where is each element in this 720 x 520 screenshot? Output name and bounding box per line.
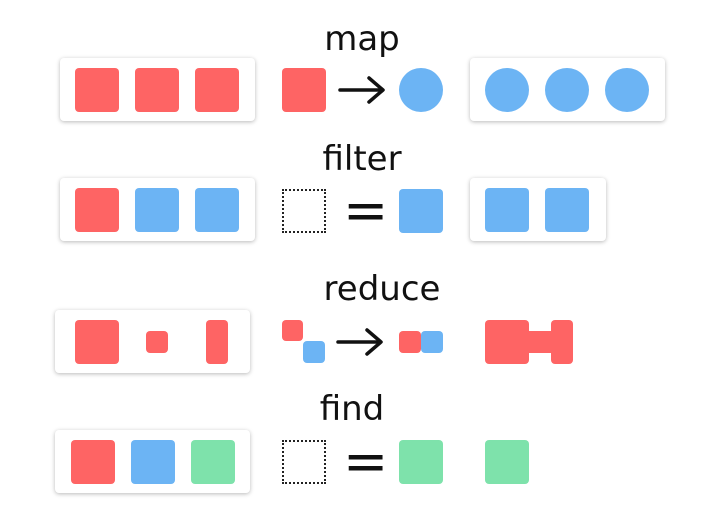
map-title: map bbox=[324, 19, 400, 59]
reduce-output-block bbox=[551, 320, 573, 364]
find-input-item bbox=[71, 440, 115, 484]
find-result bbox=[485, 440, 529, 484]
find-input-array bbox=[55, 430, 250, 493]
reduce-input-array bbox=[55, 310, 250, 373]
map-example-input bbox=[282, 68, 326, 112]
find-equals-sign: = bbox=[343, 430, 389, 493]
find-placeholder-box bbox=[282, 440, 326, 484]
reduce-title: reduce bbox=[323, 269, 441, 309]
reduce-example-result-part bbox=[421, 331, 443, 353]
map-input-item bbox=[75, 68, 119, 112]
reduce-input-item bbox=[146, 331, 168, 353]
map-input-item bbox=[195, 68, 239, 112]
filter-output-item bbox=[545, 188, 589, 232]
filter-example-output bbox=[399, 189, 443, 233]
filter-equals-sign: = bbox=[343, 179, 389, 242]
map-arrow-icon bbox=[338, 76, 385, 104]
reduce-input-item bbox=[75, 320, 119, 364]
reduce-output-block bbox=[485, 320, 529, 364]
filter-title: filter bbox=[322, 139, 402, 179]
filter-input-item bbox=[135, 188, 179, 232]
filter-input-item bbox=[75, 188, 119, 232]
map-output-item bbox=[545, 68, 589, 112]
find-input-item bbox=[191, 440, 235, 484]
map-input-item bbox=[135, 68, 179, 112]
reduce-example-accumulator bbox=[282, 320, 303, 341]
filter-placeholder-box bbox=[282, 189, 326, 233]
reduce-input-item bbox=[206, 320, 228, 364]
find-input-item bbox=[131, 440, 175, 484]
map-example-output bbox=[399, 68, 443, 112]
filter-output-array bbox=[470, 178, 606, 241]
map-output-item bbox=[485, 68, 529, 112]
find-title: find bbox=[319, 389, 385, 429]
reduce-output-block bbox=[527, 331, 553, 353]
reduce-example-result-part bbox=[399, 331, 421, 353]
filter-input-array bbox=[60, 178, 255, 241]
filter-input-item bbox=[195, 188, 239, 232]
find-example-output bbox=[399, 440, 443, 484]
reduce-example-value bbox=[303, 341, 325, 363]
reduce-arrow-icon bbox=[336, 328, 383, 356]
filter-output-item bbox=[485, 188, 529, 232]
map-output-array bbox=[470, 58, 665, 121]
map-input-array bbox=[60, 58, 255, 121]
map-output-item bbox=[605, 68, 649, 112]
